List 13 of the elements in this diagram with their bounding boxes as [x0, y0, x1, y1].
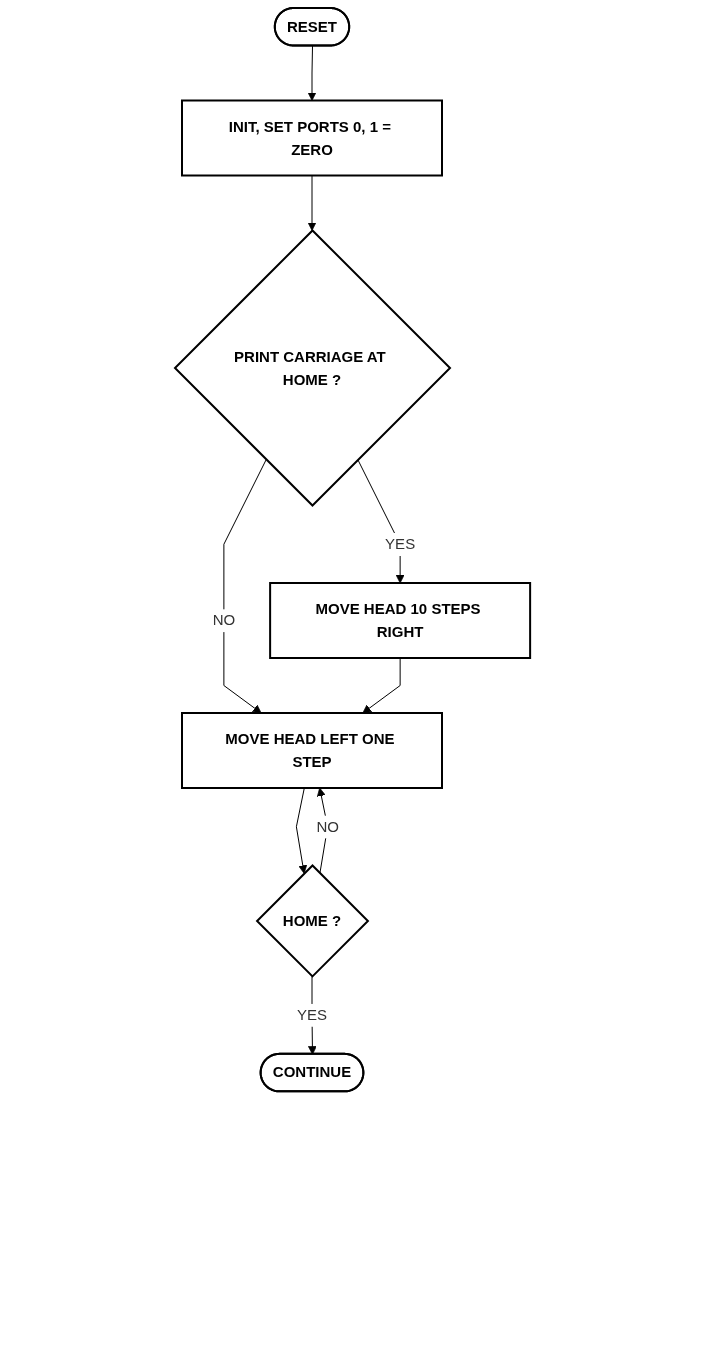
arrow — [362, 657, 402, 714]
arrow — [296, 787, 308, 874]
node-box: MOVE HEAD 10 STEPS RIGHT — [269, 582, 532, 659]
node-diamond: HOME ? — [256, 864, 370, 978]
node-box: INIT, SET PORTS 0, 1 = ZERO — [181, 99, 444, 177]
arrow — [223, 459, 268, 714]
edge-label: NO — [316, 817, 340, 835]
arrow — [308, 175, 317, 231]
node-box: MOVE HEAD LEFT ONE STEP — [181, 712, 444, 789]
edge-label: NO — [213, 611, 236, 629]
edge-label: YES — [297, 1005, 328, 1023]
node-diamond: PRINT CARRIAGE AT HOME ? — [174, 229, 452, 507]
edge-label: YES — [385, 535, 416, 552]
